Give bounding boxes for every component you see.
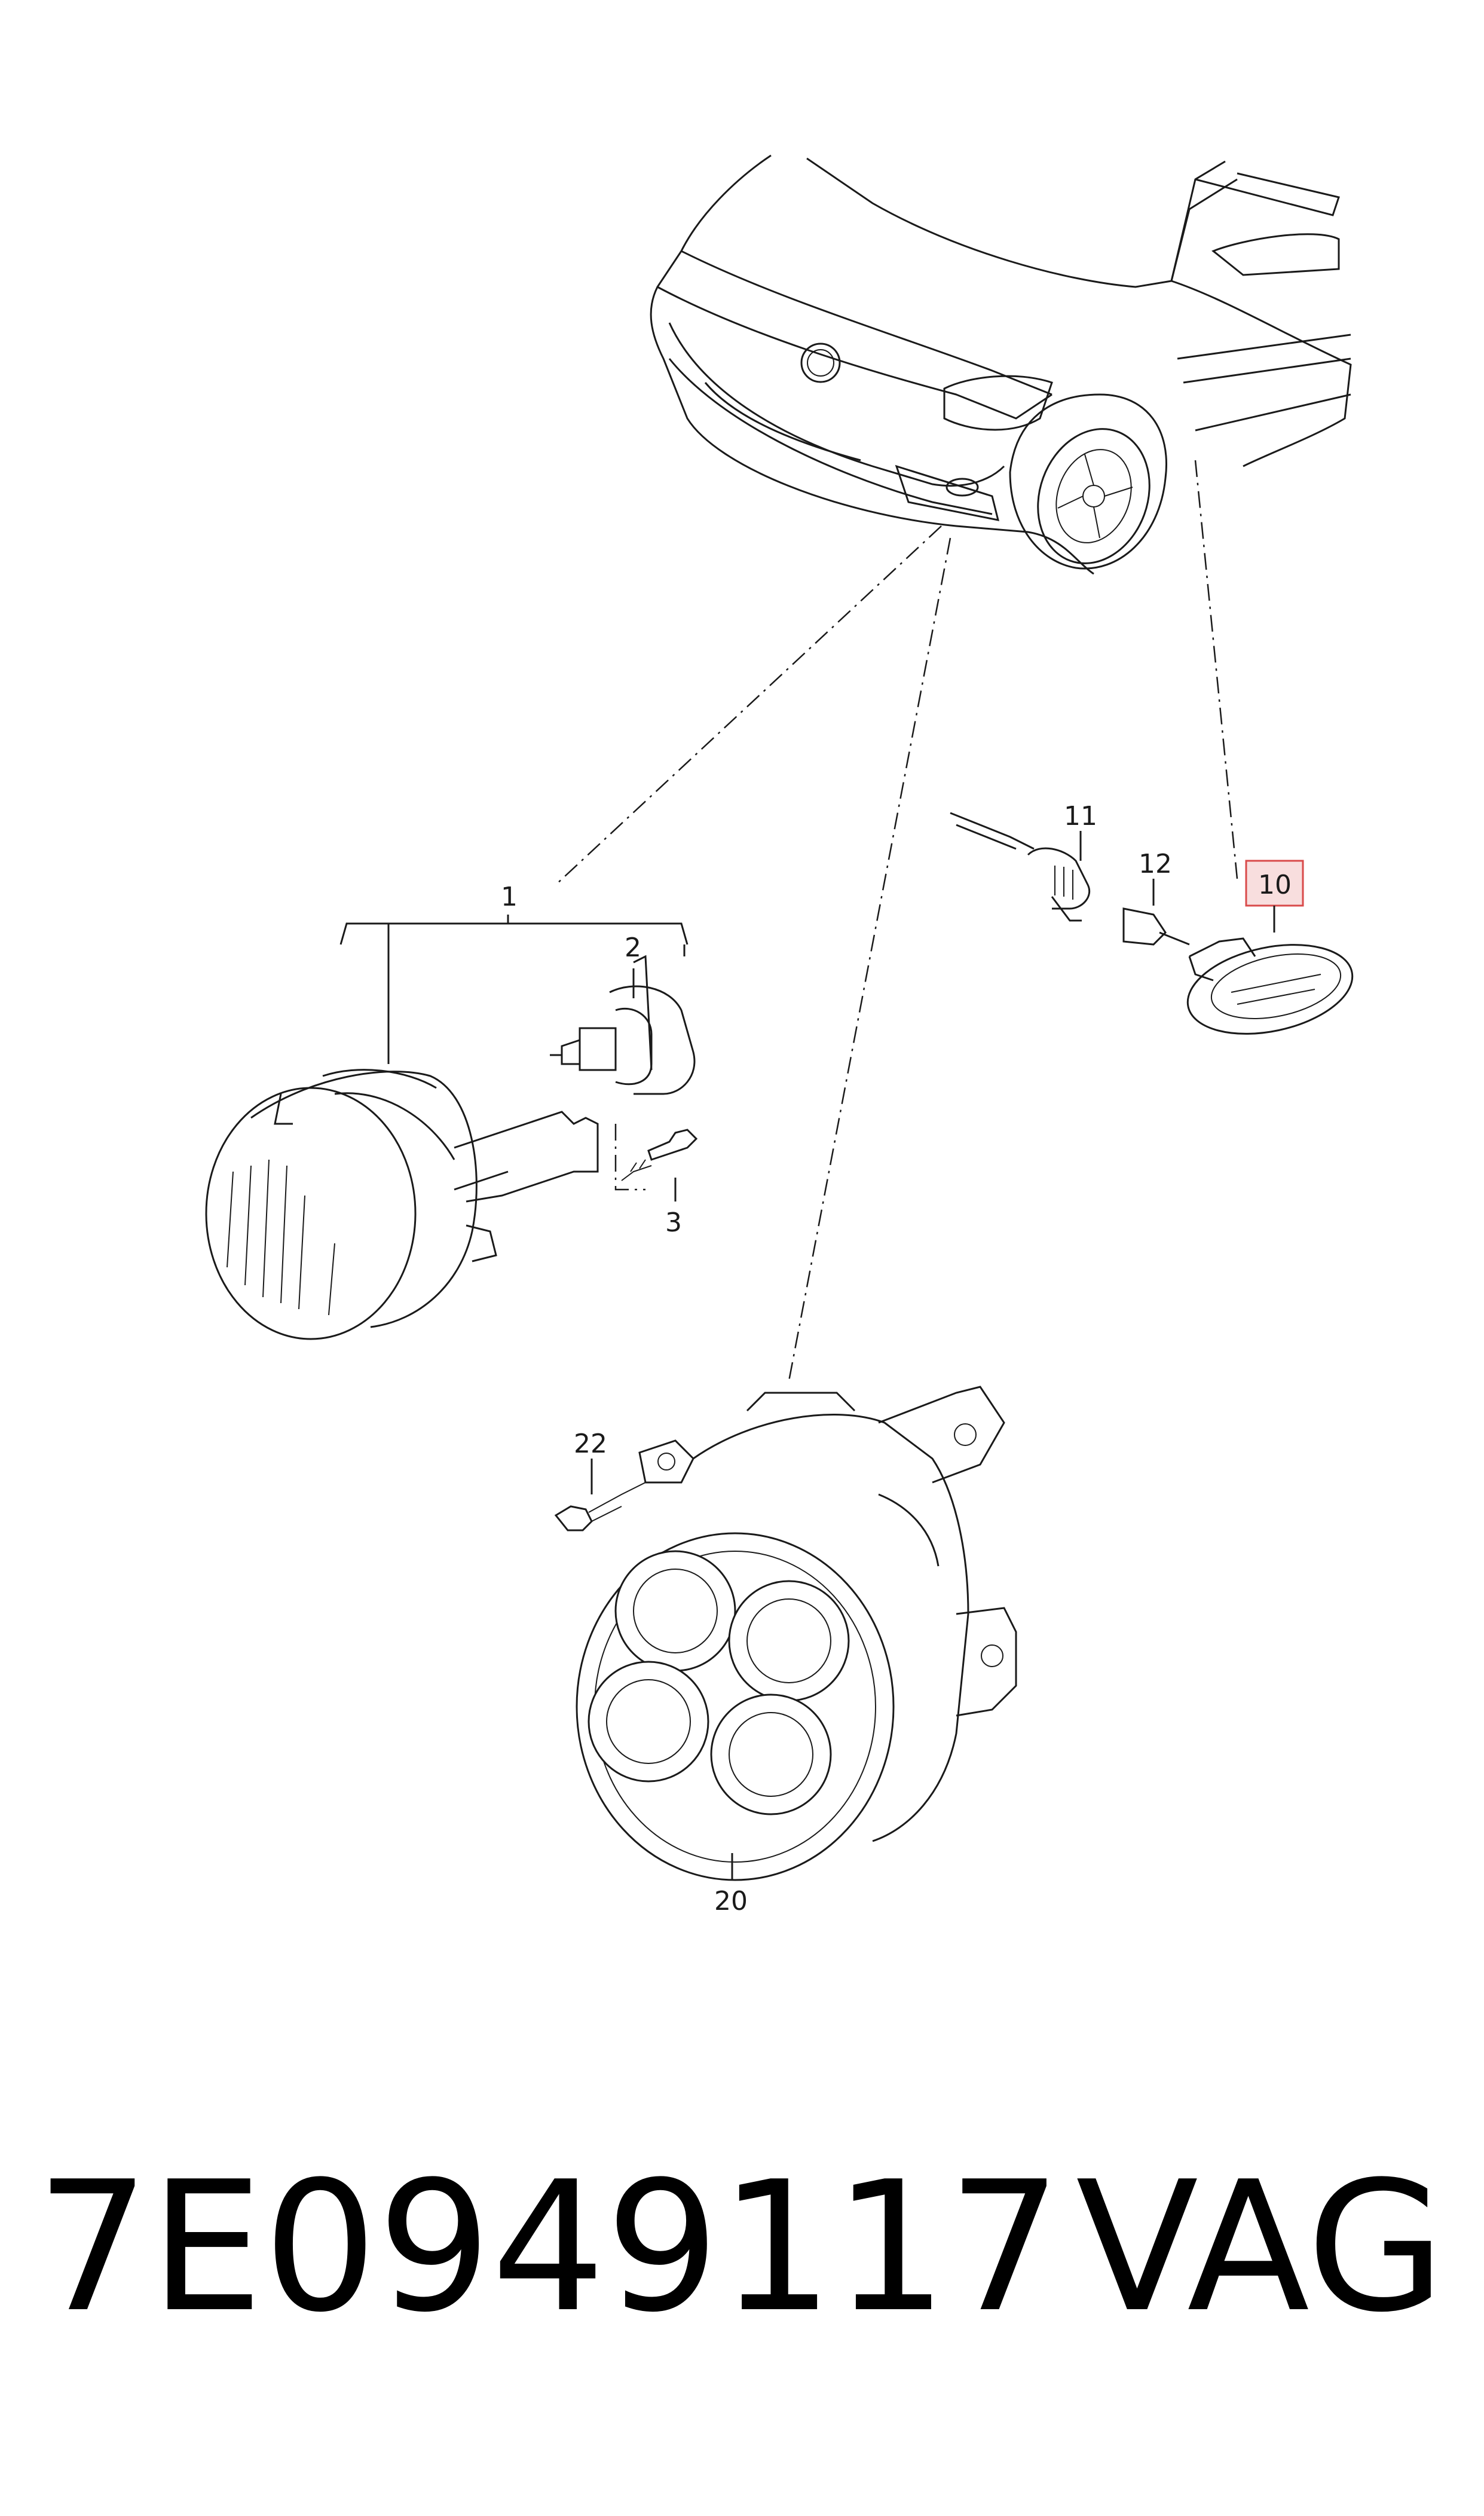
part-footer: 7E0949117 VAG (0, 2158, 1484, 2397)
screw-3 (621, 1129, 698, 1202)
callout-20: 20 (714, 1886, 748, 1916)
halogen-bulb-2 (550, 955, 696, 1095)
screw-22 (554, 1459, 646, 1531)
socket-connector-11 (950, 812, 1091, 922)
callout-2: 2 (625, 933, 641, 963)
fog-lamp-assembly-1 (205, 915, 689, 1340)
callout-1: 1 (501, 882, 518, 912)
wedge-bulb-12 (1122, 879, 1190, 946)
callout-11: 11 (1064, 801, 1097, 831)
callout-22: 22 (574, 1429, 607, 1459)
callout-labels: 1 2 3 10 11 12 20 22 (501, 801, 1292, 1916)
fog-lamp-20 (576, 1386, 1017, 1881)
leader-lines (555, 460, 1238, 1381)
callout-12: 12 (1139, 849, 1172, 879)
side-marker-lamp-10 (1186, 860, 1354, 1035)
callout-10: 10 (1258, 870, 1292, 900)
car-front-illustration (650, 154, 1352, 575)
brand-label: VAG (1076, 2143, 1446, 2352)
callout-3: 3 (665, 1207, 682, 1238)
part-number: 7E0949117 (36, 2143, 1062, 2352)
